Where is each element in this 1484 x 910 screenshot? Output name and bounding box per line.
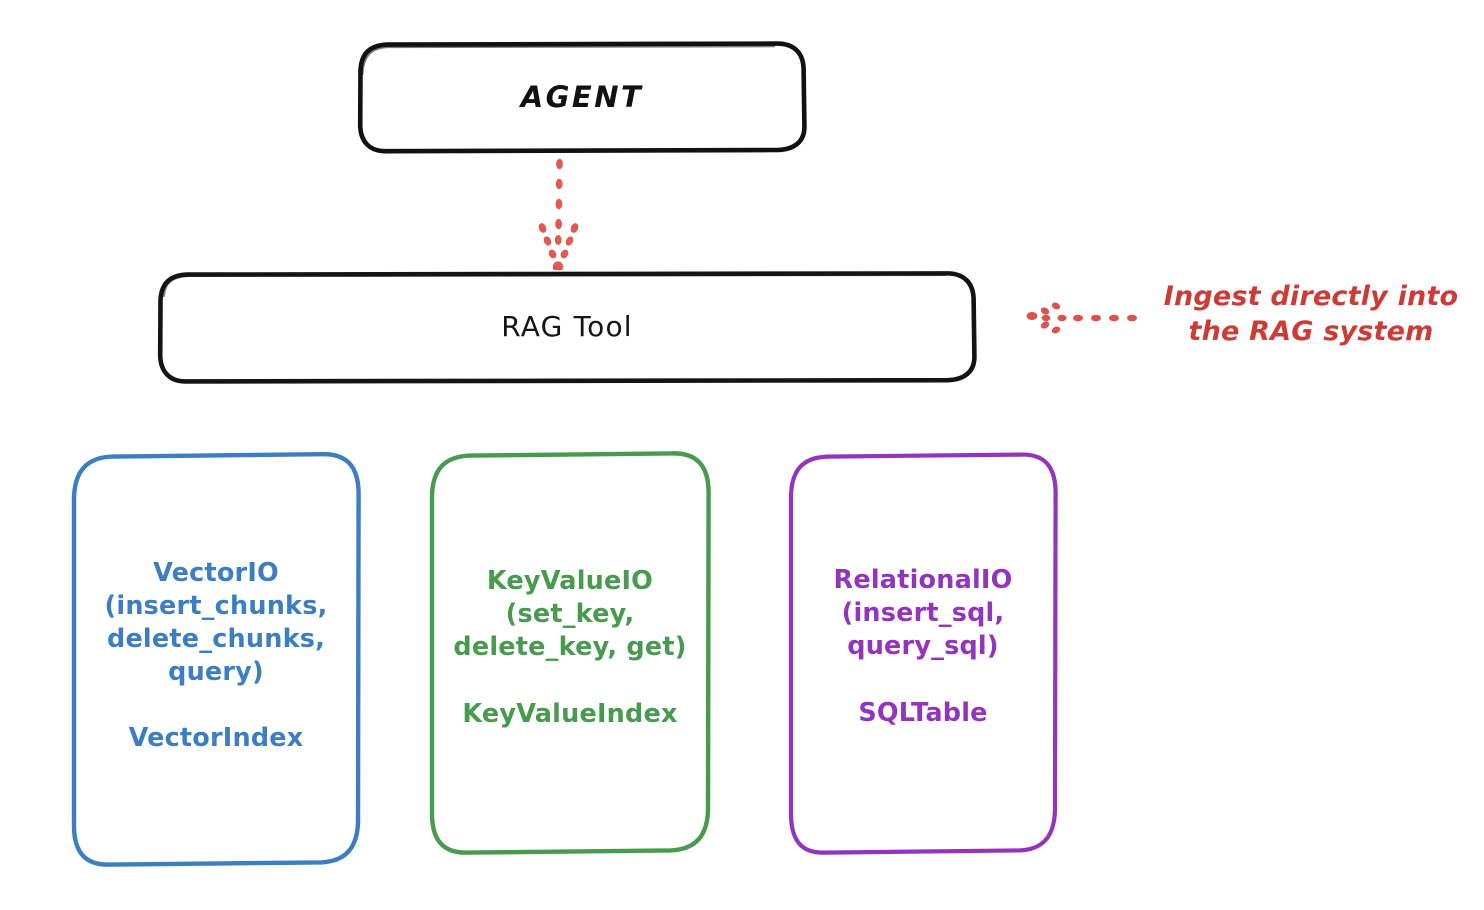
annotation-ingest-directly: Ingest directly into the RAG system (1146, 279, 1476, 349)
annotation-ingest-text: Ingest directly into the RAG system (1163, 281, 1459, 348)
key-value-io-label: KeyValueIO (set_key, delete_key, get) Ke… (453, 566, 687, 729)
vector-io-label: VectorIO (insert_chunks, delete_chunks, … (104, 557, 328, 754)
node-agent[interactable]: AGENT (356, 40, 808, 154)
node-relational-io[interactable]: RelationalIO (insert_sql, query_sql) SQL… (787, 452, 1059, 856)
agent-label: AGENT (520, 79, 644, 114)
relational-io-label: RelationalIO (insert_sql, query_sql) SQL… (833, 565, 1013, 728)
node-key-value-io[interactable]: KeyValueIO (set_key, delete_key, get) Ke… (428, 450, 712, 856)
rag-tool-label: RAG Tool (501, 310, 633, 344)
connector-agent-to-rag-tool (538, 158, 579, 273)
connector-annotation-to-rag-tool (1026, 302, 1137, 334)
node-rag-tool[interactable]: RAG Tool (156, 270, 978, 384)
node-vector-io[interactable]: VectorIO (insert_chunks, delete_chunks, … (70, 450, 362, 868)
